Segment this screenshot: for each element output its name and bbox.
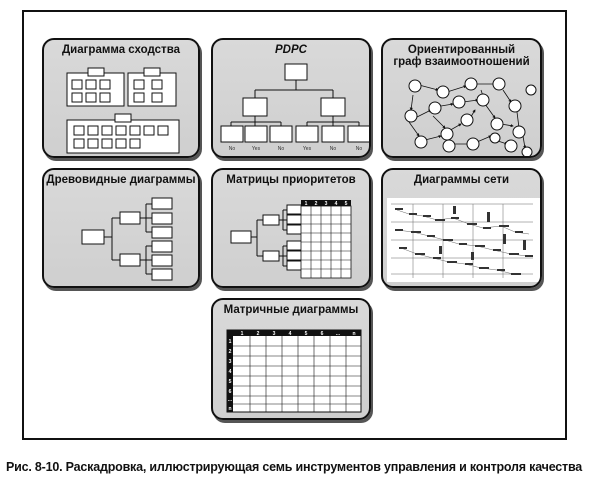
card-interrelationship-digraph: Ориентированный граф взаимоотношений (381, 38, 542, 158)
digraph-drawing (404, 77, 537, 156)
card-matrix-diagrams: Матричные диаграммы 1 2 3 4 5 6 ... n 1 … (211, 298, 371, 420)
column-header: 4 (335, 201, 338, 207)
column-header: 4 (289, 331, 292, 337)
card-affinity-diagram: Диаграмма сходства (42, 38, 200, 158)
column-header: 2 (257, 331, 260, 337)
column-header: 5 (345, 201, 348, 207)
row-header: 6 (229, 389, 232, 395)
card-title-line2: граф взаимоотношений (393, 56, 530, 68)
prioritization-matrix-drawing: 1 2 3 4 5 (230, 200, 352, 279)
row-header: ... (228, 397, 233, 403)
row-header: 5 (229, 379, 232, 385)
matrix-diagram-drawing: 1 2 3 4 5 6 ... n 1 2 3 4 5 6 ... n (226, 329, 362, 413)
column-header: 6 (321, 331, 324, 337)
pdpc-leaf-label: No (229, 146, 236, 152)
column-header: 3 (273, 331, 276, 337)
column-header: 3 (325, 201, 328, 207)
affinity-diagram-drawing (66, 67, 180, 154)
network-diagram-drawing (387, 198, 540, 282)
pdpc-leaf-label: No (278, 146, 285, 152)
card-title: Диаграмма сходства (61, 44, 181, 56)
column-header: n (352, 331, 355, 337)
card-title: PDPC (275, 44, 307, 56)
row-header: n (228, 406, 231, 412)
card-title: Матрицы приоритетов (226, 174, 356, 186)
pdpc-leaf-label: No (356, 146, 363, 152)
row-header: 3 (229, 359, 232, 365)
card-tree-diagram: Древовидные диаграммы (42, 168, 200, 288)
column-header: 5 (305, 331, 308, 337)
figure-caption: Рис. 8-10. Раскадровка, иллюстрирующая с… (6, 460, 583, 474)
pdpc-leaf-label: Yes (252, 146, 261, 152)
card-network-diagram: Диаграммы сети (381, 168, 542, 288)
column-header: ... (336, 331, 341, 337)
row-header: 2 (229, 349, 232, 355)
card-title-line1: Ориентированный (407, 44, 516, 56)
pdpc-leaf-label: No (330, 146, 337, 152)
column-header: 2 (315, 201, 318, 207)
tree-diagram-drawing (81, 197, 173, 281)
pdpc-leaf-label: Yes (303, 146, 312, 152)
card-pdpc: PDPC No Yes No Yes No No (211, 38, 371, 158)
matrix-side-header-bar (227, 330, 233, 412)
matrix-header-bar (301, 200, 351, 206)
row-header: 1 (229, 339, 232, 345)
matrix-top-header-bar (227, 330, 361, 336)
card-title: Древовидные диаграммы (46, 174, 196, 186)
column-header: 1 (241, 331, 244, 337)
card-title: Диаграммы сети (413, 174, 510, 186)
row-header: 4 (229, 369, 232, 375)
card-prioritization-matrices: Матрицы приоритетов 1 2 3 4 5 (211, 168, 371, 288)
pdpc-drawing: No Yes No Yes No No (220, 63, 369, 152)
column-header: 1 (305, 201, 308, 207)
card-title: Матричные диаграммы (223, 304, 359, 316)
